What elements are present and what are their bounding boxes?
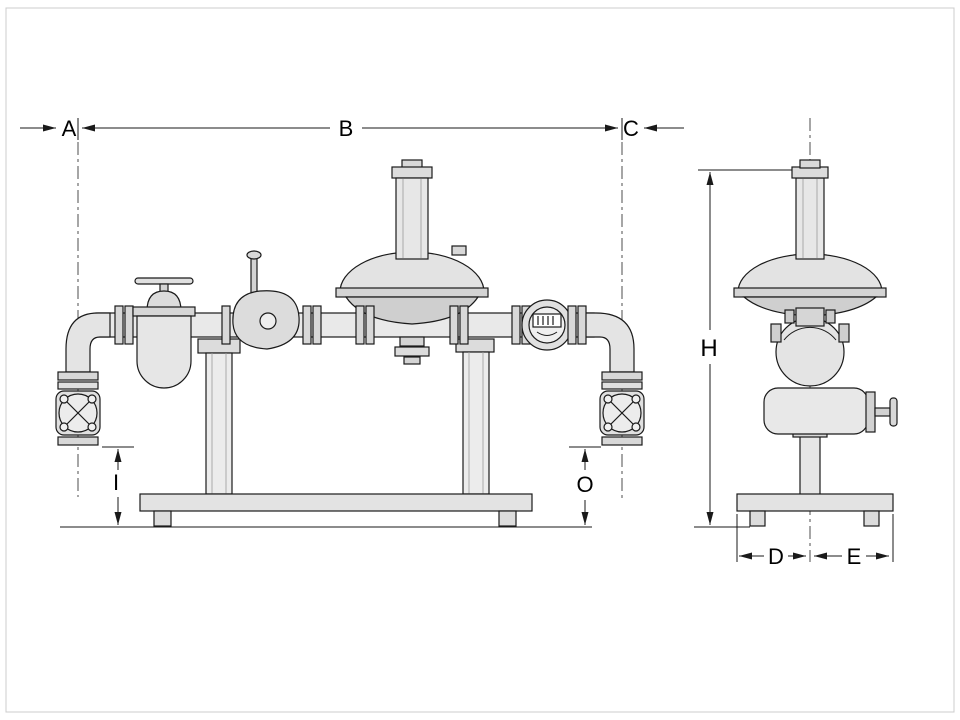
left-elbow <box>65 312 111 373</box>
pipe-flange <box>302 305 312 345</box>
pipe-flange <box>124 305 134 345</box>
gas-meter <box>511 299 587 351</box>
spring-tower-side <box>795 177 825 260</box>
drain-flange <box>394 346 430 357</box>
dimension-label-e: E <box>847 544 862 569</box>
valve-port <box>259 312 277 330</box>
pipe-flange <box>577 305 587 345</box>
right-column <box>462 351 490 495</box>
dome-flange <box>335 287 489 298</box>
base-side <box>736 493 894 512</box>
dimension-label-d: D <box>768 544 784 569</box>
bonnet-block-side <box>795 307 825 327</box>
handwheel-edge <box>889 397 898 427</box>
base-plate <box>139 493 533 527</box>
base-foot <box>498 510 517 527</box>
dim-h: H <box>694 169 792 528</box>
dimension-label-a: A <box>62 116 77 141</box>
dimension-label-i: I <box>113 470 119 495</box>
bonnet-bolt <box>825 309 836 324</box>
pipe-flange <box>511 305 521 345</box>
dim-i: I <box>102 446 134 525</box>
left-saddle <box>197 338 241 354</box>
strainer-pot <box>132 277 196 389</box>
meter-register <box>532 313 562 328</box>
dim-top: A B C <box>20 116 684 141</box>
base-foot <box>153 510 172 527</box>
tower-cap-top-side <box>799 159 821 169</box>
body-tab-right <box>838 323 850 343</box>
dimension-label-b: B <box>339 116 354 141</box>
body-tab-left <box>770 323 782 343</box>
dimension-label-o: O <box>576 472 593 497</box>
bonnet-bolt <box>784 309 795 324</box>
bonnet <box>146 290 182 312</box>
drain-neck <box>399 336 425 347</box>
body-contour <box>783 326 837 341</box>
dome-flange-side <box>733 287 887 298</box>
dim-d-e: D E <box>736 514 894 569</box>
meter-body-side <box>763 387 869 435</box>
pipe-flange <box>449 305 459 345</box>
pipe-flange <box>365 305 375 345</box>
pipe-flange <box>221 305 231 345</box>
meter-dial-arc <box>536 331 558 336</box>
dimension-label-c: C <box>623 116 639 141</box>
right-riser-union <box>599 371 645 446</box>
valve-body-side <box>775 317 845 387</box>
shutoff-valve <box>221 250 322 350</box>
tower-cap <box>391 166 433 179</box>
side-view <box>733 118 898 562</box>
pipe-flange <box>114 305 124 345</box>
pot-body <box>136 315 192 389</box>
dim-o: O <box>569 446 601 525</box>
spring-tower <box>395 177 429 260</box>
left-column <box>205 352 233 495</box>
support-stand <box>197 338 495 495</box>
stem-knob <box>246 250 262 260</box>
right-elbow <box>583 312 635 373</box>
left-riser-union <box>55 371 101 446</box>
base-foot <box>863 510 880 527</box>
side-stem <box>874 407 891 417</box>
riser-pipe-side <box>799 432 821 496</box>
pot-flange <box>132 306 196 317</box>
drain-plug <box>403 356 421 365</box>
side-flange <box>865 391 876 433</box>
pipe-flange <box>312 305 322 345</box>
base-foot <box>749 510 766 527</box>
diaphragm-dome-side <box>737 253 883 293</box>
tower-cap-side <box>791 166 829 179</box>
handwheel <box>134 277 194 285</box>
dimension-label-h: H <box>700 335 717 362</box>
pipe-flange <box>355 305 365 345</box>
pipe-flange <box>567 305 577 345</box>
front-view <box>55 142 645 527</box>
base <box>139 493 533 512</box>
vent-fitting <box>451 245 467 256</box>
page-border <box>5 7 955 713</box>
regulator <box>335 159 489 365</box>
pipe-flange <box>459 305 469 345</box>
